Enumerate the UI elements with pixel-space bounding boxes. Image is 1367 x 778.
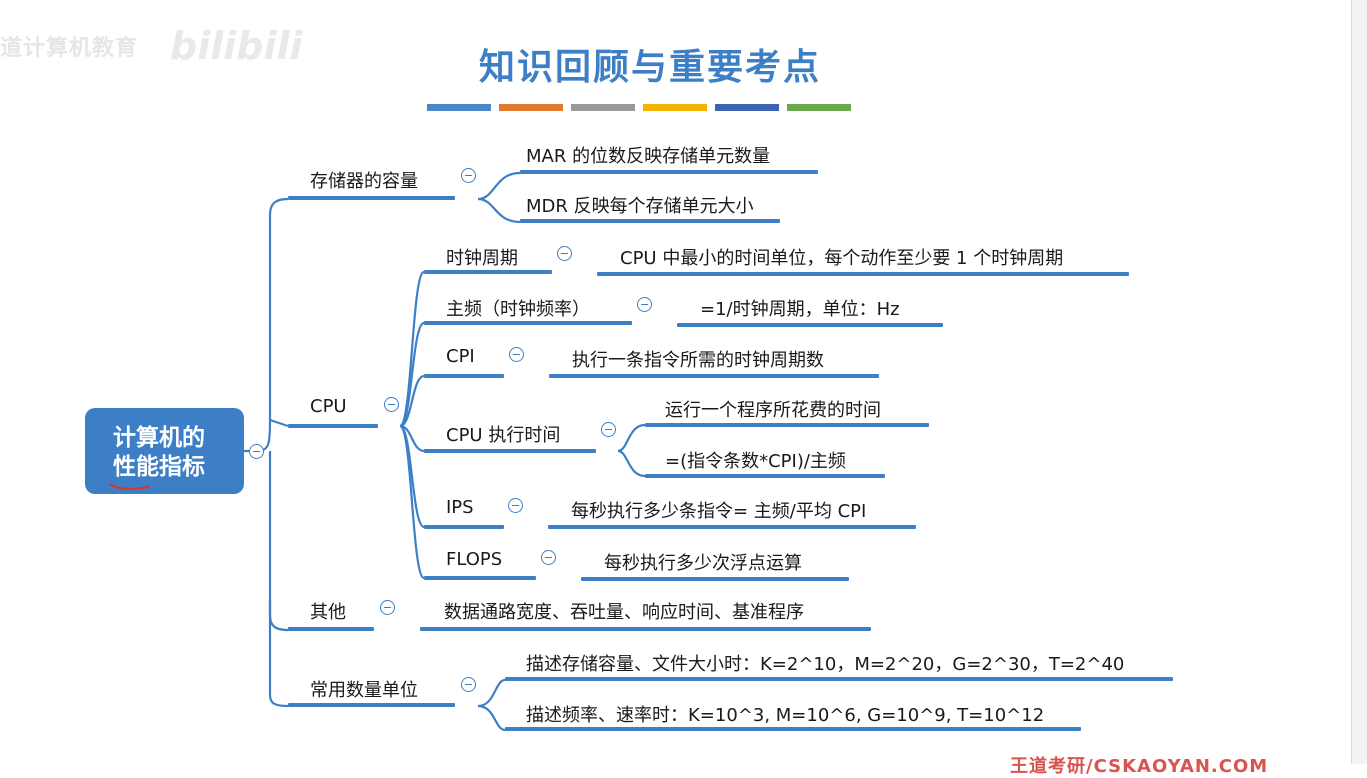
storage-collapse-icon[interactable] — [461, 168, 476, 183]
underline-mark — [109, 483, 151, 490]
cpu-flops-desc: 每秒执行多少次浮点运算 — [604, 553, 802, 574]
cpu-cpi-line — [424, 374, 504, 378]
cpu-flops-desc-line — [581, 577, 849, 581]
branch-storage-line — [288, 196, 455, 200]
title-color-bar — [571, 104, 635, 111]
root-line2: 性能指标 — [113, 454, 205, 480]
footer-brand: 王道考研/CSKAOYAN.COM — [1010, 756, 1269, 777]
cpi-collapse-icon[interactable] — [509, 347, 524, 362]
clock-cycle-collapse-icon[interactable] — [557, 246, 572, 261]
other-desc-line — [420, 627, 871, 631]
storage-item-mdr: MDR 反映每个存储单元大小 — [526, 196, 754, 217]
cpu-cpi-desc-line — [549, 374, 879, 378]
cpu-exec-time-label: CPU 执行时间 — [446, 425, 561, 446]
branch-cpu-label: CPU — [310, 396, 347, 417]
cpu-clock-cycle-desc: CPU 中最小的时间单位，每个动作至少要 1 个时钟周期 — [620, 248, 1064, 269]
cpu-clock-cycle-line — [424, 270, 552, 274]
watermark-text: 道计算机教育 — [0, 36, 139, 61]
window-border — [1351, 0, 1367, 764]
cpu-exec-time-item-2-line — [645, 474, 885, 478]
root-line1: 计算机的 — [113, 425, 205, 451]
cpu-clock-cycle-label: 时钟周期 — [446, 248, 518, 269]
branch-other-line — [288, 627, 374, 631]
cpu-collapse-icon[interactable] — [384, 397, 399, 412]
cpu-cpi-label: CPI — [446, 346, 475, 367]
cpu-cpi-desc: 执行一条指令所需的时钟周期数 — [572, 350, 824, 371]
title-color-bar — [643, 104, 707, 111]
title-color-bar — [499, 104, 563, 111]
bilibili-logo: bilibili — [170, 24, 303, 68]
title-color-bar — [787, 104, 851, 111]
exec-time-collapse-icon[interactable] — [601, 422, 616, 437]
cpu-exec-time-line — [424, 449, 596, 453]
other-desc: 数据通路宽度、吞吐量、响应时间、基准程序 — [444, 602, 804, 623]
storage-item-mar-line — [520, 170, 818, 174]
cpu-exec-time-item-1: 运行一个程序所花费的时间 — [665, 400, 881, 421]
branch-cpu-line — [288, 424, 378, 428]
cpu-flops-line — [424, 576, 536, 580]
branch-other-label: 其他 — [310, 602, 346, 623]
storage-item-mdr-line — [520, 219, 780, 223]
branch-units-line — [288, 703, 455, 707]
root-collapse-icon[interactable] — [249, 444, 264, 459]
cpu-ips-line — [424, 525, 504, 529]
branch-units-label: 常用数量单位 — [310, 680, 418, 701]
cpu-exec-time-item-2: =(指令条数*CPI)/主频 — [665, 451, 846, 472]
root-node[interactable]: 计算机的 性能指标 — [85, 408, 244, 494]
cpu-flops-label: FLOPS — [446, 549, 503, 570]
branch-storage-label: 存储器的容量 — [310, 171, 418, 192]
storage-item-mar: MAR 的位数反映存储单元数量 — [526, 146, 771, 167]
cpu-exec-time-item-1-line — [645, 423, 929, 427]
cpu-frequency-label: 主频（时钟频率） — [446, 299, 590, 320]
cpu-frequency-desc: =1/时钟周期，单位：Hz — [700, 299, 900, 320]
cpu-clock-cycle-desc-line — [597, 272, 1129, 276]
frequency-collapse-icon[interactable] — [637, 297, 652, 312]
units-item-frequency: 描述频率、速率时：K=10^3, M=10^6, G=10^9, T=10^12 — [526, 705, 1045, 726]
units-item-storage: 描述存储容量、文件大小时：K=2^10，M=2^20，G=2^30，T=2^40 — [526, 654, 1125, 675]
units-item-storage-line — [505, 677, 1173, 681]
cpu-ips-desc-line — [548, 525, 916, 529]
units-collapse-icon[interactable] — [461, 677, 476, 692]
cpu-frequency-desc-line — [677, 323, 943, 327]
cpu-ips-desc: 每秒执行多少条指令= 主频/平均 CPI — [571, 501, 867, 522]
page-title: 知识回顾与重要考点 — [478, 47, 821, 88]
cpu-ips-label: IPS — [446, 497, 474, 518]
title-color-bar — [715, 104, 779, 111]
units-item-frequency-line — [505, 727, 1081, 731]
ips-collapse-icon[interactable] — [508, 498, 523, 513]
flops-collapse-icon[interactable] — [541, 550, 556, 565]
other-collapse-icon[interactable] — [380, 600, 395, 615]
title-color-bar — [427, 104, 491, 111]
cpu-frequency-line — [424, 321, 632, 325]
